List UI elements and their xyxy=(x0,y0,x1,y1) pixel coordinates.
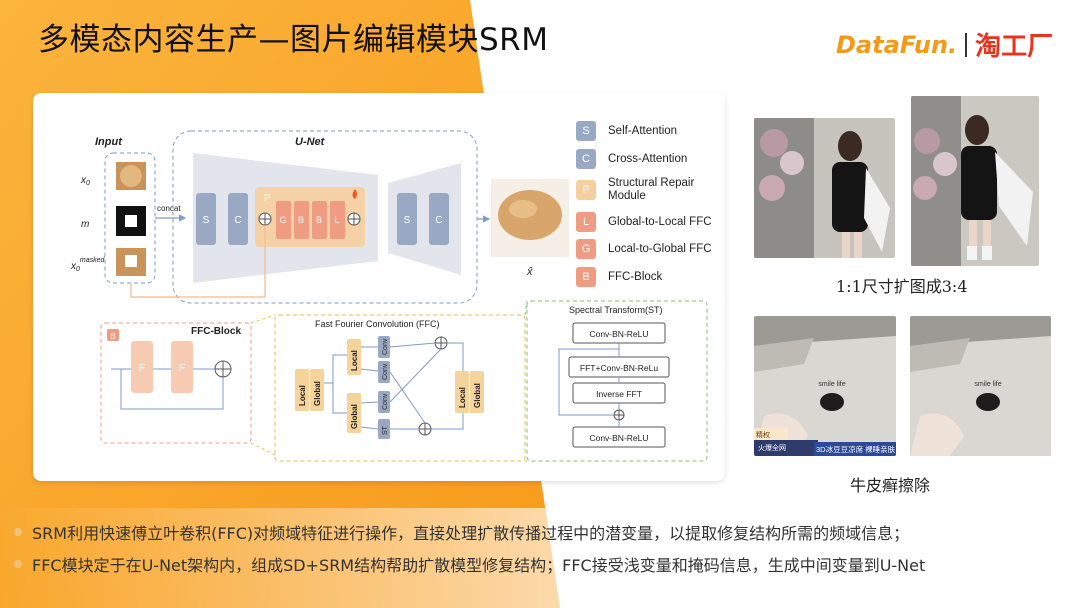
bed-brand-text: smile life xyxy=(818,381,845,388)
photo-woman-after xyxy=(911,96,1039,266)
legend-item-b-5: B FFC-Block xyxy=(576,267,725,287)
unet-box xyxy=(172,130,478,304)
legend-swatch: P xyxy=(576,180,596,200)
legend-swatch: C xyxy=(576,149,596,169)
unet-block-c2 xyxy=(429,193,449,245)
photo-bed-after: smile life xyxy=(910,316,1051,456)
diagram-panel: Input x0 m x0masked concat U-Net S C P G… xyxy=(33,93,725,481)
st-box xyxy=(526,300,708,462)
legend-label: Structural Repair Module xyxy=(608,177,695,202)
svg-text:Conv: Conv xyxy=(382,393,389,410)
photo-bed-before: smile life 精权 火爆全网 3D冰豆豆凉席 裸睡亲肤 xyxy=(754,316,896,456)
svg-text:G: G xyxy=(279,215,286,225)
svg-text:Global: Global xyxy=(473,383,482,408)
bullet-dot xyxy=(14,560,22,568)
svg-text:B: B xyxy=(298,215,304,225)
legend-item-p-2: P Structural Repair Module xyxy=(576,177,725,203)
st-label: Spectral Transform(ST) xyxy=(569,305,663,315)
legend-item-c-1: C Cross-Attention xyxy=(576,149,725,169)
caption-expand: 1:1尺寸扩图成3:4 xyxy=(836,277,968,296)
svg-text:Inverse FFT: Inverse FFT xyxy=(596,389,642,399)
svg-text:B: B xyxy=(110,332,115,341)
page-title: 多模态内容生产—图片编辑模块SRM xyxy=(38,22,549,58)
svg-text:精权: 精权 xyxy=(756,430,770,439)
ffc-b1 xyxy=(294,201,309,239)
legend-label: Self-Attention xyxy=(608,124,678,137)
legend-item-g-4: G Local-to-Global FFC xyxy=(576,239,725,259)
input-label: Input xyxy=(95,136,123,148)
var-xhat: x̂ xyxy=(526,266,533,278)
unet-s-text: S xyxy=(203,215,210,226)
bullet-dot xyxy=(14,528,22,536)
svg-text:B: B xyxy=(316,215,322,225)
legend-label: Local-to-Global FFC xyxy=(608,242,712,255)
legend-label: FFC-Block xyxy=(608,270,663,283)
svg-text:3D冰豆豆凉席 裸睡亲肤: 3D冰豆豆凉席 裸睡亲肤 xyxy=(816,444,896,454)
var-m: m xyxy=(81,219,89,230)
legend-swatch: S xyxy=(576,121,596,141)
legend-item-l-3: L Global-to-Local FFC xyxy=(576,212,725,232)
input-group-box xyxy=(104,152,156,284)
svg-text:L: L xyxy=(334,215,339,225)
bullet-1-text: SRM利用快速傅立叶卷积(FFC)对频域特征进行操作，直接处理扩散传播过程中的潜… xyxy=(32,524,910,543)
taogongchang-logo: 淘工厂 xyxy=(975,32,1054,62)
bullet-2: FFC模块定于在U-Net架构内，组成SD+SRM结构帮助扩散模型修复结构；FF… xyxy=(14,552,925,576)
svg-text:S: S xyxy=(404,215,411,226)
unet-block-c xyxy=(228,193,248,245)
svg-text:Conv: Conv xyxy=(382,363,389,380)
legend-swatch: B xyxy=(576,267,596,287)
svg-text:smile life: smile life xyxy=(974,381,1001,388)
ffc-b2 xyxy=(312,201,327,239)
svg-text:ST: ST xyxy=(382,425,389,435)
var-x0: x0 xyxy=(80,175,90,187)
svg-text:Local: Local xyxy=(298,385,307,406)
photo-woman-before xyxy=(754,118,895,258)
srm-p-text: P xyxy=(264,193,271,204)
ffc-box xyxy=(274,314,526,462)
ffc-block-label: FFC-Block xyxy=(191,326,241,337)
unet-label: U-Net xyxy=(295,136,326,148)
concat-label: concat xyxy=(157,204,181,213)
var-x0-masked: x0masked xyxy=(70,257,106,273)
unet-c-text: C xyxy=(234,215,241,226)
legend-item-s-0: S Self-Attention xyxy=(576,121,725,141)
legend-swatch: L xyxy=(576,212,596,232)
fire-icon xyxy=(352,189,357,199)
unet-decoder xyxy=(388,163,461,275)
svg-text:F: F xyxy=(179,363,185,374)
bullet-1: SRM利用快速傅立叶卷积(FFC)对频域特征进行操作，直接处理扩散传播过程中的潜… xyxy=(14,520,909,544)
ffc-f2 xyxy=(171,341,193,393)
svg-text:Conv-BN-ReLU: Conv-BN-ReLU xyxy=(589,329,648,339)
svg-text:Local: Local xyxy=(350,350,359,371)
svg-text:Global: Global xyxy=(350,404,359,429)
caption-erase: 牛皮癣擦除 xyxy=(850,476,931,495)
svg-text:Global: Global xyxy=(313,381,322,406)
ffc-block-box xyxy=(100,322,252,444)
legend-swatch: G xyxy=(576,239,596,259)
svg-text:Conv-BN-ReLU: Conv-BN-ReLU xyxy=(589,433,648,443)
svg-text:F: F xyxy=(139,363,145,374)
legend-label: Cross-Attention xyxy=(608,152,688,165)
srm-architecture-diagram: Input x0 m x0masked concat U-Net S C P G… xyxy=(70,130,708,462)
logo: DataFun. 淘工厂 xyxy=(836,26,1053,63)
legend-label: Global-to-Local FFC xyxy=(608,215,712,228)
svg-text:Local: Local xyxy=(458,387,467,408)
svg-text:Conv: Conv xyxy=(382,338,389,355)
svg-text:火爆全网: 火爆全网 xyxy=(758,443,786,452)
ffc-f1 xyxy=(131,341,153,393)
svg-text:FFT+Conv-BN-ReLu: FFT+Conv-BN-ReLu xyxy=(580,363,658,373)
datafun-logo: DataFun. xyxy=(836,30,958,59)
svg-text:C: C xyxy=(435,215,442,226)
ffc-label: Fast Fourier Convolution (FFC) xyxy=(315,319,440,329)
bullet-2-text: FFC模块定于在U-Net架构内，组成SD+SRM结构帮助扩散模型修复结构；FF… xyxy=(32,556,926,575)
ffc-l xyxy=(330,201,345,239)
logo-divider xyxy=(965,32,968,57)
unet-block-s xyxy=(196,193,216,245)
unet-block-s2 xyxy=(397,193,417,245)
ffc-g xyxy=(276,201,291,239)
